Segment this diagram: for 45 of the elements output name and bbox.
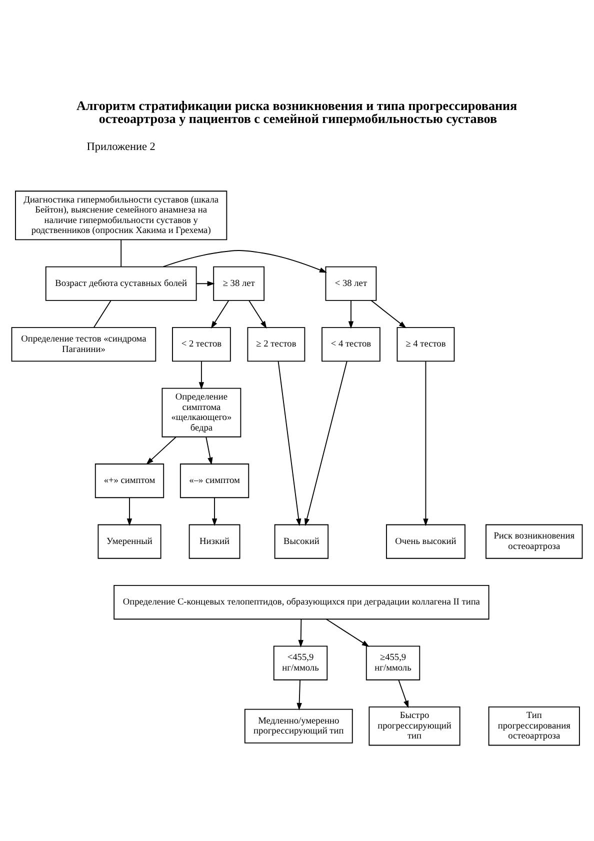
node-box: Диагностика гипермобильности суставов (шкала Бейтон), выяснение семейного анамнеза на наличие гипермобильности суставов у родственников (опросник Хакима и Грехема) <box>15 190 228 240</box>
arrow <box>298 618 304 647</box>
arrow <box>162 250 328 272</box>
arrow <box>212 496 218 526</box>
arrow <box>423 360 428 526</box>
node-box: ≥ 4 тестов <box>396 326 455 362</box>
arrow <box>146 436 176 464</box>
node-box: < 2 тестов <box>172 326 231 362</box>
label: Приложение 2 <box>86 140 156 153</box>
arrow <box>304 360 348 526</box>
arrow <box>398 679 409 708</box>
node-box: Умеренный <box>98 524 162 558</box>
node-box: Очень высокий <box>386 524 466 558</box>
node-box: Тип прогрессирования остеоартроза <box>488 706 580 746</box>
arrow <box>278 360 302 526</box>
arrow <box>348 300 354 328</box>
arrow <box>198 360 204 390</box>
arrow <box>326 618 370 646</box>
node-box: ≥ 38 лет <box>213 266 265 300</box>
node-box: < 4 тестов <box>322 326 380 362</box>
node-box: Медленно/умеренно прогрессирующий тип <box>244 708 353 743</box>
connector <box>93 300 112 328</box>
node-box: Определение тестов «синдрома Паганини» <box>11 326 156 362</box>
node-box: Риск возникновения остеоартроза <box>486 524 583 558</box>
arrow <box>196 280 215 286</box>
arrow <box>370 300 406 328</box>
node-box: Определение симптома «щелкающего» бедра <box>162 387 242 437</box>
node-box: < 38 лет <box>325 266 377 300</box>
node-box: Низкий <box>188 524 240 558</box>
node-box: Высокий <box>274 524 329 558</box>
node-box: Быстро прогрессирующий тип <box>368 706 460 746</box>
connector <box>120 238 122 266</box>
node-box: ≥ 2 тестов <box>247 326 306 362</box>
arrow <box>296 679 302 710</box>
node-box: «–» симптом <box>180 463 250 498</box>
node-box: <455,9 нг/ммоль <box>273 645 328 680</box>
node-box: «+» симптом <box>94 463 164 498</box>
diagram-title: Алгоритм стратификации риска возникновения и типа прогрессирования остеоартроза у пациентов с семейной гипермобильностью суставов <box>76 98 518 126</box>
arrow <box>126 496 132 526</box>
arrow <box>210 300 230 328</box>
node-box: Определение С-концевых телопептидов, образующихся при деградации коллагена II типа <box>114 584 490 620</box>
node-box: Возраст дебюта суставных болей <box>45 266 197 300</box>
arrow <box>206 436 213 465</box>
node-box: ≥455,9 нг/ммоль <box>366 645 420 680</box>
arrow <box>248 300 267 328</box>
